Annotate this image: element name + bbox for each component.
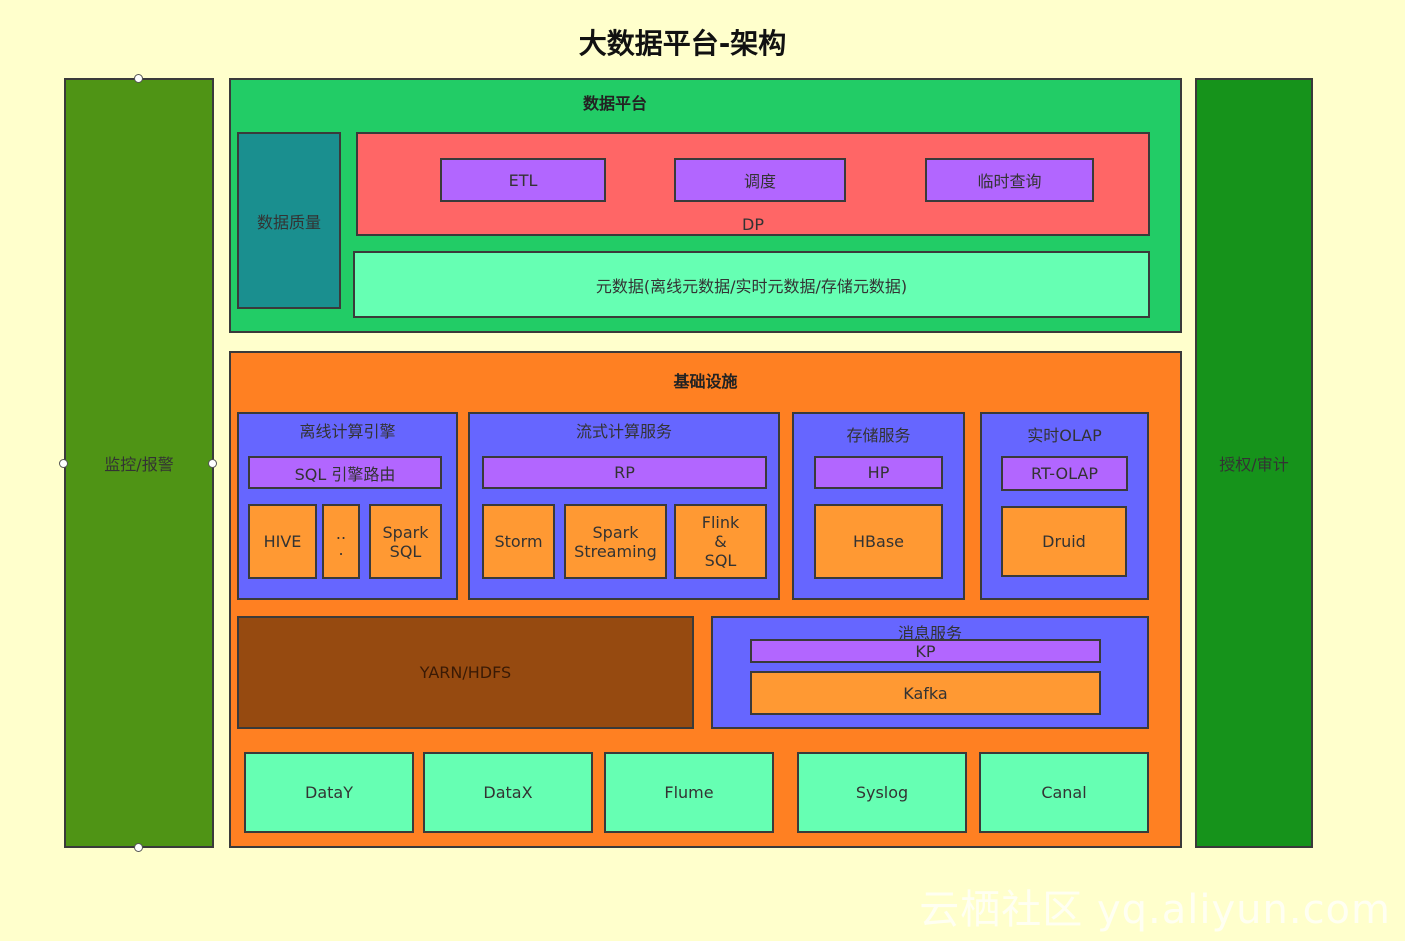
hp-label: HP [867, 463, 890, 482]
message-service-title: 消息服务 [897, 624, 962, 643]
spark-streaming-line2: Streaming [574, 541, 657, 561]
source-syslog[interactable]: Syslog [797, 752, 967, 833]
data-quality-label: 数据质量 [256, 212, 321, 232]
spark-streaming-line1: Spark [592, 522, 639, 542]
resize-handle-top[interactable] [134, 74, 143, 83]
druid-box[interactable]: Druid [1001, 506, 1127, 577]
hive-box[interactable]: HIVE [248, 504, 317, 579]
adhoc-query-label: 临时查询 [977, 172, 1042, 191]
kafka-label: Kafka [903, 683, 948, 703]
ellipsis-dots: .. [335, 523, 347, 543]
source-syslog-label: Syslog [855, 783, 909, 802]
monitor-alert-panel[interactable]: 监控/报警 [64, 78, 214, 848]
resize-handle-left[interactable] [59, 459, 68, 468]
flink-sql-box[interactable]: Flink & SQL [674, 504, 767, 579]
watermark: 云栖社区 yq.aliyun.com [919, 887, 1391, 933]
source-canal-label: Canal [1041, 783, 1087, 802]
etl-button[interactable]: ETL [440, 158, 606, 202]
resize-handle-right[interactable] [208, 459, 217, 468]
schedule-button[interactable]: 调度 [674, 158, 846, 202]
metadata-label: 元数据(离线元数据/实时元数据/存储元数据) [595, 276, 908, 296]
kp-label: KP [915, 641, 936, 661]
dp-label: DP [742, 215, 764, 234]
source-datay-label: DataY [305, 783, 353, 802]
storm-label: Storm [494, 532, 543, 551]
flink-sql-line3: SQL [704, 551, 737, 570]
sql-router-button[interactable]: SQL 引擎路由 [248, 456, 442, 489]
storage-service-title: 存储服务 [846, 426, 911, 445]
rt-olap-label: RT-OLAP [1031, 464, 1098, 483]
data-quality-box[interactable]: 数据质量 [237, 132, 341, 309]
auth-audit-panel[interactable]: 授权/审计 [1195, 78, 1313, 848]
spark-sql-line1: Spark [382, 522, 429, 542]
spark-sql-line2: SQL [389, 541, 422, 561]
yarn-hdfs-box[interactable]: YARN/HDFS [237, 616, 694, 729]
source-datax-label: DataX [483, 783, 533, 802]
yarn-hdfs-label: YARN/HDFS [419, 663, 512, 682]
resize-handle-bottom[interactable] [134, 843, 143, 852]
adhoc-query-button[interactable]: 临时查询 [925, 158, 1094, 202]
source-datay[interactable]: DataY [244, 752, 414, 833]
source-canal[interactable]: Canal [979, 752, 1149, 833]
monitor-alert-label: 监控/报警 [104, 455, 174, 474]
storm-box[interactable]: Storm [482, 504, 555, 579]
ellipsis-dot: . [338, 539, 344, 559]
auth-audit-label: 授权/审计 [1219, 455, 1289, 474]
diagram-title: 大数据平台-架构 [578, 27, 787, 60]
ellipsis-box[interactable]: .. . [322, 504, 360, 579]
flink-sql-line1: Flink [701, 513, 740, 532]
spark-sql-box[interactable]: Spark SQL [369, 504, 442, 579]
rp-button[interactable]: RP [482, 456, 767, 489]
kp-button[interactable]: KP [750, 639, 1101, 663]
hive-label: HIVE [263, 532, 302, 551]
druid-label: Druid [1042, 532, 1086, 551]
rt-olap-button[interactable]: RT-OLAP [1001, 456, 1128, 491]
source-flume-label: Flume [664, 783, 714, 802]
data-platform-title: 数据平台 [583, 94, 648, 113]
realtime-olap-title: 实时OLAP [1027, 426, 1102, 445]
spark-streaming-box[interactable]: Spark Streaming [564, 504, 667, 579]
sql-router-label: SQL 引擎路由 [294, 464, 396, 484]
metadata-box[interactable]: 元数据(离线元数据/实时元数据/存储元数据) [353, 251, 1150, 318]
hbase-label: HBase [853, 532, 904, 551]
infrastructure-title: 基础设施 [673, 372, 738, 391]
stream-compute-title: 流式计算服务 [575, 422, 672, 441]
kafka-box[interactable]: Kafka [750, 671, 1101, 715]
flink-sql-line2: & [714, 532, 727, 551]
hbase-box[interactable]: HBase [814, 504, 943, 579]
offline-engine-title: 离线计算引擎 [299, 422, 396, 441]
source-datax[interactable]: DataX [423, 752, 593, 833]
source-flume[interactable]: Flume [604, 752, 774, 833]
etl-label: ETL [508, 170, 538, 190]
schedule-label: 调度 [743, 172, 776, 191]
hp-button[interactable]: HP [814, 456, 943, 489]
rp-label: RP [614, 463, 635, 482]
